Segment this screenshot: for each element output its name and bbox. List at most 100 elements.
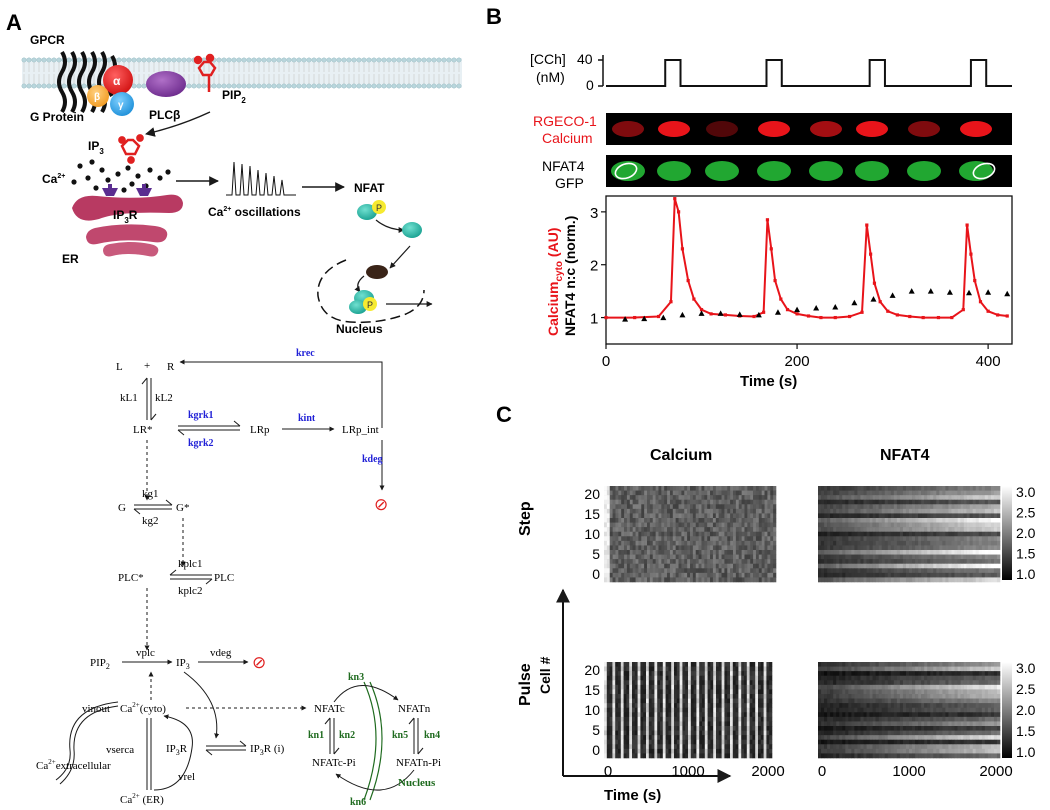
rgeco-frame-cell — [706, 121, 738, 137]
nfat-ratio-point — [813, 305, 820, 311]
node-plc-star: PLC* — [118, 572, 144, 584]
roi-marker-start — [614, 162, 638, 180]
cch-tick-0: 0 — [586, 77, 594, 93]
calcium-trace-point — [996, 313, 1000, 317]
beta-label: β — [94, 92, 100, 103]
calcium-trace-point — [965, 223, 969, 227]
ip3-icon — [118, 134, 144, 164]
rate-kint: kint — [298, 413, 316, 424]
nfat-ratio-point — [927, 288, 934, 294]
rgeco-frame-cell — [658, 121, 690, 137]
rgeco-frame-cell — [960, 121, 992, 137]
heatmap-pulse-calcium — [604, 662, 773, 759]
calcium-trace-point — [848, 314, 852, 319]
y-tick-label: 1 — [590, 311, 598, 328]
cell-tick-label: 15 — [584, 682, 600, 698]
calcium-trace-point — [692, 297, 696, 301]
node-ca-cyto: Ca2+(cyto) — [120, 701, 166, 715]
dna-icon — [366, 265, 388, 279]
panel-c: Calcium NFAT4 Step Pulse Cell # Time (s)… — [517, 447, 1036, 804]
rate-kl2: kL2 — [155, 392, 173, 404]
colorbar-tick-label: 2.5 — [1016, 681, 1036, 697]
endoplasmic-reticulum-icon — [72, 194, 183, 257]
calcium-trace-point — [699, 308, 704, 312]
calcium-trace-point — [886, 309, 890, 313]
calcium-trace-point — [865, 223, 869, 227]
calcium-trace-point — [677, 210, 681, 214]
er-label: ER — [62, 252, 79, 266]
calcium-trace-point — [795, 312, 799, 316]
node-nfatc: NFATc — [314, 703, 345, 715]
panel-b-x-label: Time (s) — [740, 373, 797, 390]
node-r: R — [167, 361, 175, 373]
degradation-null-icon: ⊘ — [374, 495, 388, 514]
nfat-dephospho-icon — [402, 222, 422, 238]
node-ip3: IP3 — [176, 657, 190, 671]
nfat-ratio-point — [794, 306, 801, 313]
plc-beta-label: PLCβ — [149, 108, 180, 122]
nuclear-cycle-arrow — [354, 275, 365, 293]
ip3-label: IP3 — [88, 139, 104, 156]
calcium-trace-point — [752, 314, 756, 319]
y-tick-label: 3 — [590, 205, 598, 222]
rate-kgrk1: kgrk1 — [188, 410, 214, 421]
cch-tick-40: 40 — [577, 51, 593, 67]
nfat-y-label: NFAT4 n:c (norm.) — [562, 216, 578, 336]
calcium-trace-point — [779, 297, 783, 301]
cch-label: [CCh] — [530, 51, 566, 67]
heatmap-pulse-nfat — [818, 662, 1001, 759]
node-g: G — [118, 502, 126, 514]
node-l: L — [116, 361, 123, 373]
kn6-export-arrow — [335, 769, 415, 791]
nfat-ratio-point — [774, 309, 781, 315]
nfat-phospho-icon — [357, 204, 377, 220]
nfat-ratio-point — [641, 315, 648, 322]
nfat-import-arrow — [389, 245, 411, 269]
nfat-ratio-point — [717, 310, 724, 316]
nfat-ratio-point — [851, 299, 858, 306]
rgeco-frame-cell — [908, 121, 940, 137]
calcium-trace-point — [819, 315, 823, 320]
oscillation-label: Ca2+ oscillations — [208, 205, 301, 219]
calcium-trace-point — [723, 313, 728, 317]
node-ca-er: Ca2+ (ER) — [120, 792, 164, 806]
colorbar-tick-label: 1.5 — [1016, 723, 1036, 739]
time-tick-label: 1000 — [671, 763, 704, 780]
colorbar-tick-label: 3.0 — [1016, 660, 1036, 676]
calcium-trace-point — [656, 314, 661, 319]
nfat-ratio-point — [622, 316, 629, 322]
cell-tick-label: 0 — [592, 742, 600, 758]
rgeco-frame-cell — [856, 121, 888, 137]
plc-equilibrium-arrow — [169, 569, 213, 585]
g-protein-label: G Protein — [30, 110, 84, 124]
pip2-to-ip3-arrow — [145, 111, 211, 137]
vserca-flux-arrow — [146, 718, 152, 790]
cell-tick-label: 20 — [584, 662, 600, 678]
colorbar-tick-label: 1.0 — [1016, 744, 1036, 760]
panel-b: [CCh] (nM) 40 0 RGECO-1 Calcium NFAT4 GF… — [530, 51, 1013, 390]
node-ip3r-inactive: IP3R (i) — [250, 743, 285, 757]
rate-kplc1: kplc1 — [178, 558, 202, 570]
rate-kn2: kn2 — [339, 730, 355, 741]
calcium-trace-point — [973, 278, 977, 283]
nfat-ratio-point — [946, 289, 953, 295]
node-nfatn: NFATn — [398, 703, 431, 715]
g-gamma-subunit-icon — [110, 92, 134, 116]
rate-kn6: kn6 — [350, 797, 366, 808]
calcium-trace-point — [633, 315, 637, 320]
nfat-label: NFAT — [354, 181, 385, 195]
nfat-ratio-point — [755, 311, 762, 318]
colorbar-tick-label: 1.5 — [1016, 546, 1036, 562]
calcium-trace-point — [806, 314, 811, 318]
panel-c-label: C — [496, 402, 512, 427]
nucleus-boundary-icon — [317, 259, 425, 324]
reaction-network: L + R krec kL1 kL2 LR* kgrk1 kgrk2 LRp k… — [36, 348, 441, 808]
rate-vinout: vinout — [82, 703, 110, 715]
rate-krec: krec — [296, 348, 315, 359]
nfat-ratio-point — [889, 292, 896, 298]
cell-tick-label: 0 — [592, 566, 600, 582]
nfat-gfp-image-strip — [606, 155, 1012, 187]
nfatn-phosphorylation-arrow — [408, 717, 424, 755]
calcium-trace-point — [908, 314, 912, 319]
nfatc-phosphorylation-arrow — [324, 717, 340, 755]
